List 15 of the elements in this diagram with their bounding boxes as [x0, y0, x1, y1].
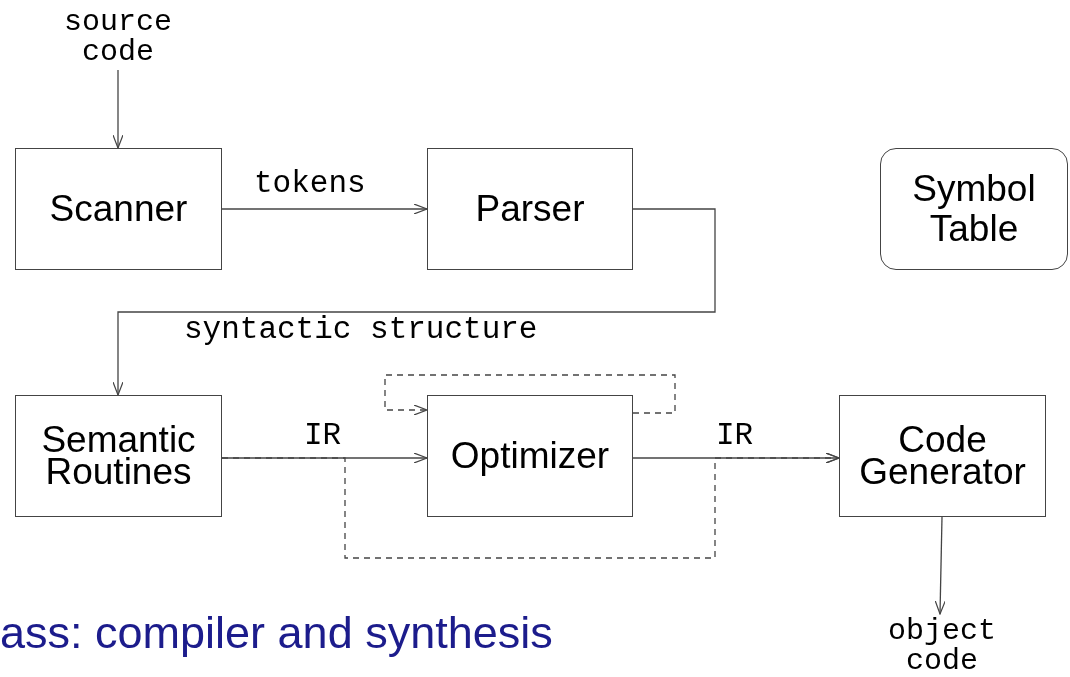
text-label: object code: [862, 614, 1022, 677]
arrow: [112, 208, 716, 396]
process-box: Scanner: [15, 148, 222, 270]
arrow: [221, 203, 428, 215]
process-box: Code Generator: [839, 395, 1046, 517]
arrow: [934, 516, 946, 615]
slide-title: ass: compiler and synthesis: [0, 610, 553, 655]
text-label: source code: [40, 4, 196, 70]
rounded-box: Symbol Table: [880, 148, 1068, 270]
process-box: Semantic Routines: [15, 395, 222, 517]
dashed-arrow: [221, 452, 840, 559]
arrow: [112, 69, 124, 149]
process-box: Parser: [427, 148, 633, 270]
dashed-arrow: [384, 374, 676, 416]
process-box: Optimizer: [427, 395, 633, 517]
